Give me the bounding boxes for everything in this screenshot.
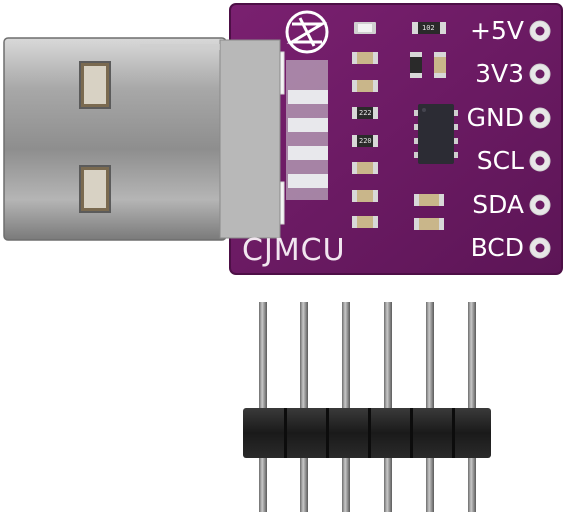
- pin-label-5v: +5V: [470, 16, 524, 45]
- smd-components: [352, 22, 446, 230]
- logo-mark: [285, 10, 329, 54]
- pin-label-scl: SCL: [476, 146, 524, 175]
- resistor-code: 220: [359, 137, 372, 145]
- pin-header: [243, 302, 491, 512]
- pcb-board: [223, 3, 563, 275]
- resistor-code: 102: [422, 24, 435, 32]
- pin-label-bcd: BCD: [470, 233, 524, 262]
- usb-a-connector: [3, 37, 281, 241]
- ic-chip: [414, 104, 458, 164]
- brand-label: CJMCU: [242, 233, 346, 268]
- resistor-code: 222: [359, 109, 372, 117]
- pin-label-gnd: GND: [466, 103, 524, 132]
- pin-label-sda: SDA: [472, 190, 524, 219]
- pin-label-3v3: 3V3: [475, 59, 524, 88]
- pin-pads: [529, 20, 551, 259]
